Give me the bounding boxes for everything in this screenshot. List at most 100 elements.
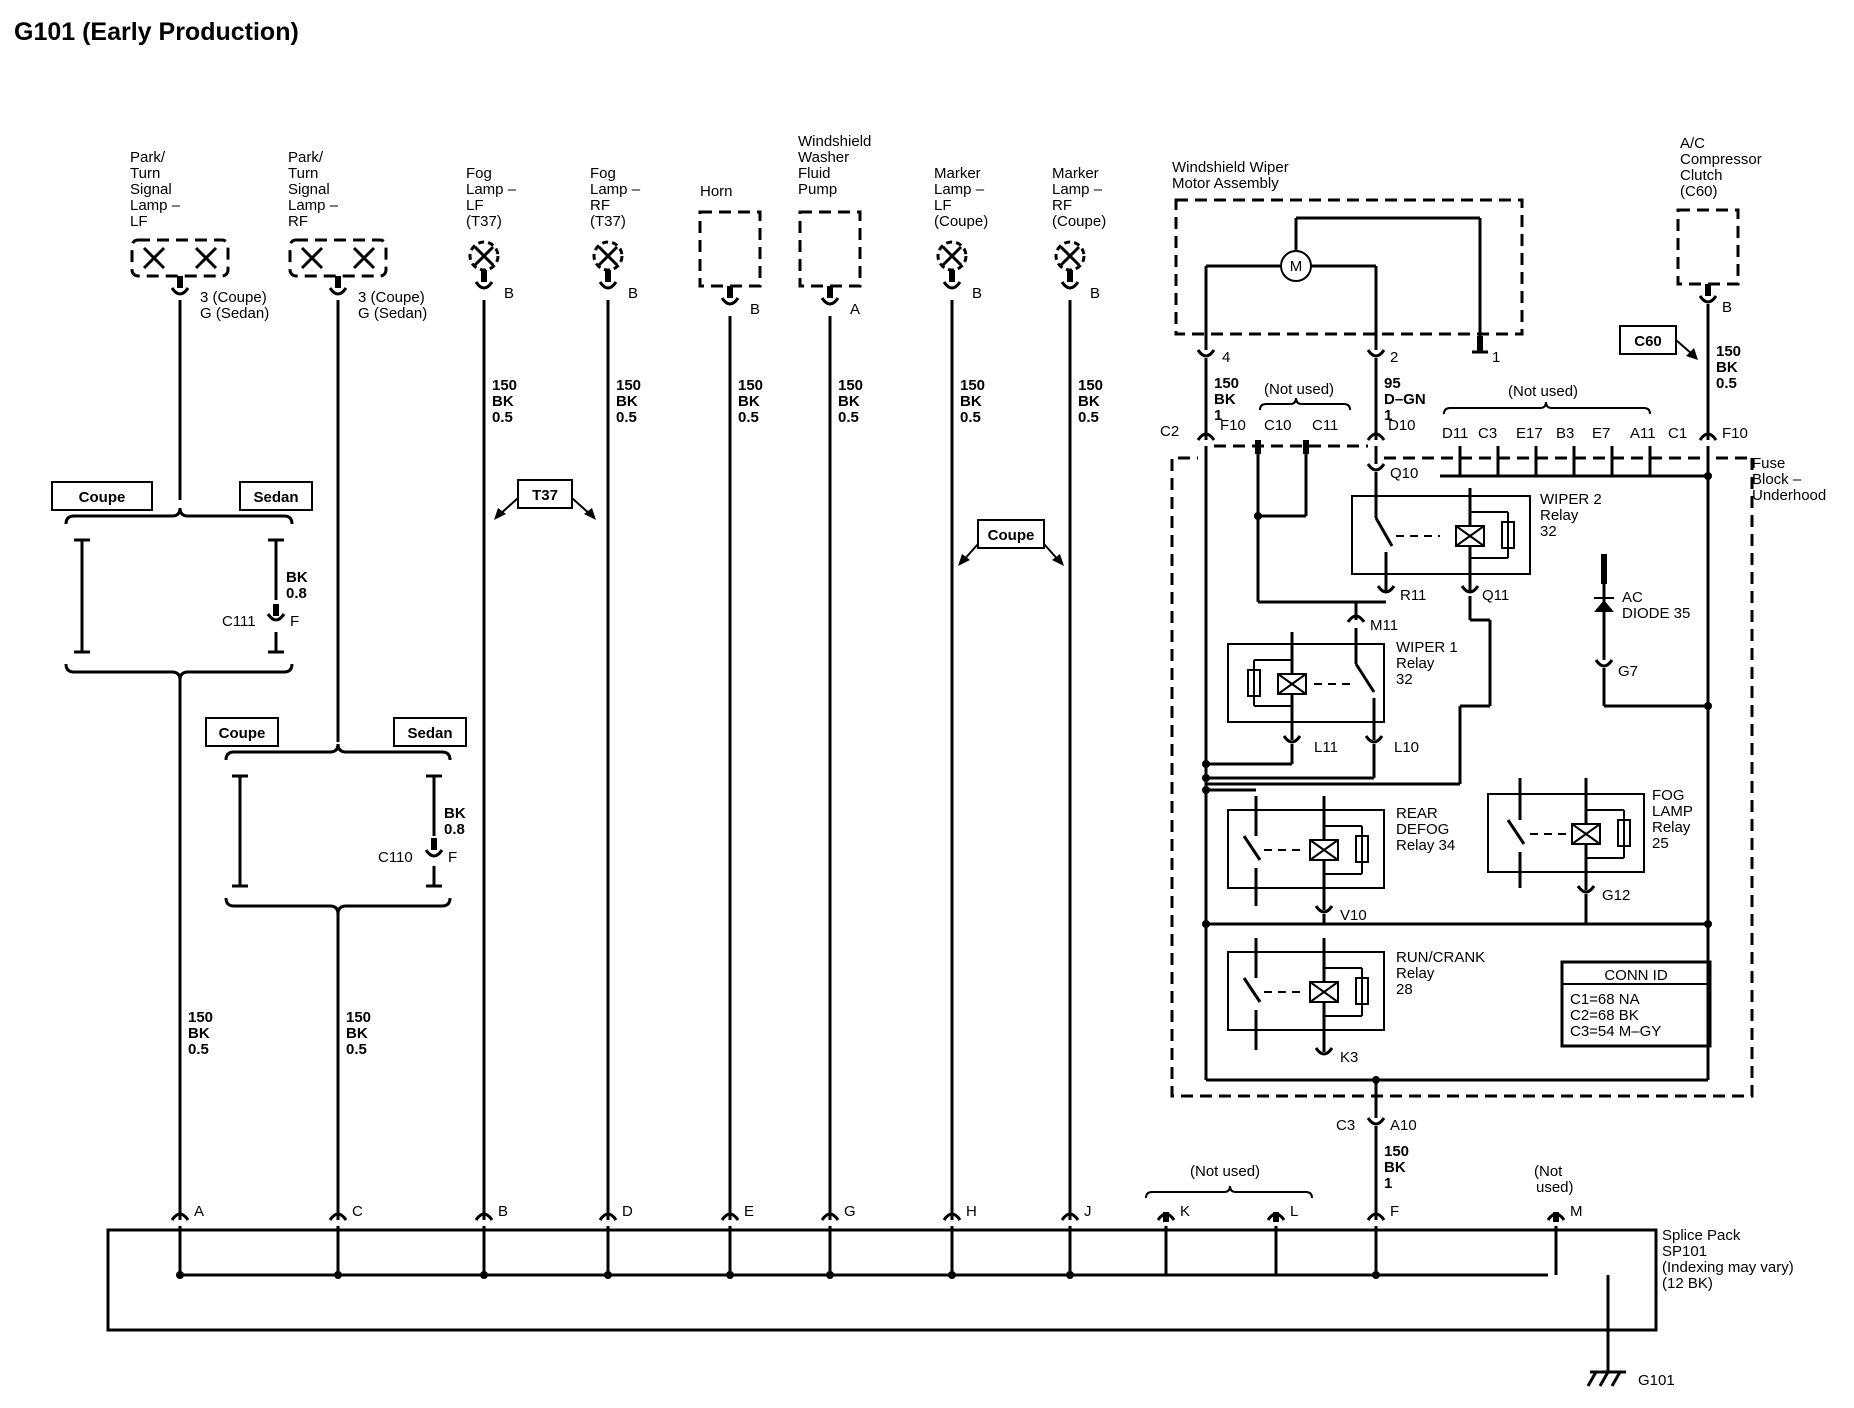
park-lf-wire-2: BK — [188, 1025, 210, 1042]
not-used-m-2: used) — [1536, 1179, 1574, 1196]
c111-label: C111 — [222, 613, 256, 630]
diagram-title: G101 (Early Production) — [14, 18, 299, 46]
marker-rf-wire-2: BK — [1078, 393, 1100, 410]
wiper1-label-1: WIPER 1 — [1396, 639, 1458, 656]
sp-wire-3: 1 — [1384, 1175, 1392, 1192]
motor-pin-4: 4 — [1222, 349, 1230, 366]
park-rf-wire-1: 150 — [346, 1009, 371, 1026]
pin-q11: Q11 — [1482, 587, 1509, 604]
coupe-marker-tag: Coupe — [988, 527, 1035, 544]
rear-defog-label-2: DEFOG — [1396, 821, 1449, 838]
park-lf-pin-coupe: 3 (Coupe) — [200, 289, 267, 306]
washer-wire-2: BK — [838, 393, 860, 410]
c110-wire-1: BK — [444, 805, 466, 822]
fog-rf-label-2: Lamp – — [590, 181, 641, 198]
ac-diode: AC DIODE 35 G7 — [1594, 554, 1708, 708]
ground-label: G101 — [1638, 1372, 1675, 1389]
pin-e17: E17 — [1516, 425, 1543, 442]
fuse-block-label-1: Fuse — [1752, 455, 1785, 472]
splice-pack-label-4: (12 BK) — [1662, 1275, 1713, 1292]
marker-lf-wire-2: BK — [960, 393, 982, 410]
sp-pin-b: B — [498, 1203, 508, 1220]
fog-rf-wire-1: 150 — [616, 377, 641, 394]
park-rf-wire-2: BK — [346, 1025, 368, 1042]
fuse-block-connectors: C2 F10 C10 C11 (Not used) D10 (Not used)… — [1160, 381, 1748, 476]
sp-wire-1: 150 — [1384, 1143, 1409, 1160]
fog-lamp-label-1: FOG — [1652, 787, 1685, 804]
park-lf-wire-1: 150 — [188, 1009, 213, 1026]
wiper1-label-3: 32 — [1396, 671, 1413, 688]
coupe-marker-option-tag: Coupe — [958, 519, 1064, 566]
ac-compressor-clutch: A/C Compressor Clutch (C60) B 150 BK 0.5… — [1619, 135, 1762, 440]
pin-c11: C11 — [1312, 417, 1338, 434]
horn-wire-1: 150 — [738, 377, 763, 394]
pin-f10-right: F10 — [1722, 425, 1748, 442]
park-lf-wire-3: 0.5 — [188, 1041, 209, 1058]
marker-lf-label-2: Lamp – — [934, 181, 985, 198]
fog-rf-wire-2: BK — [616, 393, 638, 410]
park-rf-label-3: Signal — [288, 181, 330, 198]
c110-wire-2: 0.8 — [444, 821, 465, 838]
not-used-right: (Not used) — [1508, 383, 1578, 400]
pin-f10: F10 — [1220, 417, 1246, 434]
park-rf-label-2: Turn — [288, 165, 318, 182]
horn-wire-2: BK — [738, 393, 760, 410]
sp-pin-c: C — [352, 1203, 363, 1220]
sedan-tag-lf: Sedan — [253, 489, 298, 506]
park-lf-label-1: Park/ — [130, 149, 166, 166]
park-rf-pin-coupe: 3 (Coupe) — [358, 289, 425, 306]
washer-pin: A — [850, 301, 860, 318]
fuse-block-label-3: Underhood — [1752, 487, 1826, 504]
park-rf-label-4: Lamp – — [288, 197, 339, 214]
marker-rf-pin: B — [1090, 285, 1100, 302]
pin-a11: A11 — [1630, 425, 1656, 442]
t37-tag: T37 — [532, 487, 558, 504]
splice-not-used: (Not used) (Not used) — [1145, 1163, 1574, 1199]
marker-lf-wire-3: 0.5 — [960, 409, 981, 426]
motor-wire-left-1: 150 — [1214, 375, 1239, 392]
conn-id-line-3: C3=54 M–GY — [1570, 1023, 1661, 1040]
conn-id-title: CONN ID — [1604, 967, 1668, 984]
marker-rf-label-3: RF — [1052, 197, 1072, 214]
pin-g12: G12 — [1602, 887, 1630, 904]
motor-pin-2: 2 — [1390, 349, 1398, 366]
conn-id-box: CONN ID C1=68 NA C2=68 BK C3=54 M–GY — [1560, 960, 1712, 1048]
coupe-tag-lf: Coupe — [79, 489, 126, 506]
fog-lf-pin: B — [504, 285, 514, 302]
park-lf-label-3: Signal — [130, 181, 172, 198]
run-crank-label-2: Relay — [1396, 965, 1435, 982]
pin-b3: B3 — [1556, 425, 1574, 442]
splice-pack-label-3: (Indexing may vary) — [1662, 1259, 1794, 1276]
pin-d10: D10 — [1388, 417, 1416, 434]
sp-pin-h: H — [966, 1203, 977, 1220]
motor-wire-right-2: D–GN — [1384, 391, 1426, 408]
pin-c3: C3 — [1478, 425, 1497, 442]
sp-pin-l: L — [1290, 1203, 1298, 1220]
marker-lf-pin: B — [972, 285, 982, 302]
run-crank-relay: RUN/CRANK Relay 28 K3 — [1227, 938, 1485, 1066]
motor-symbol: M — [1290, 258, 1303, 275]
pin-l10: L10 — [1394, 739, 1419, 756]
marker-lf-label-4: (Coupe) — [934, 213, 988, 230]
motor-wire-left-3: 1 — [1214, 407, 1222, 424]
park-lf-label-5: LF — [130, 213, 148, 230]
wiper2-label-3: 32 — [1540, 523, 1557, 540]
fuse-block-label-2: Block – — [1752, 471, 1802, 488]
washer-label-3: Fluid — [798, 165, 831, 182]
washer-label-4: Pump — [798, 181, 837, 198]
fog-lamp-label-3: Relay — [1652, 819, 1691, 836]
washer-wire-3: 0.5 — [838, 409, 859, 426]
park-lf-label-4: Lamp – — [130, 197, 181, 214]
fog-lamp-label-2: LAMP — [1652, 803, 1693, 820]
not-used-kl: (Not used) — [1190, 1163, 1260, 1180]
t37-option-tag: T37 — [494, 479, 596, 520]
fog-lf-label-3: LF — [466, 197, 484, 214]
ac-label-2: Compressor — [1680, 151, 1762, 168]
c110-label: C110 — [378, 849, 413, 866]
pin-v10: V10 — [1340, 907, 1367, 924]
